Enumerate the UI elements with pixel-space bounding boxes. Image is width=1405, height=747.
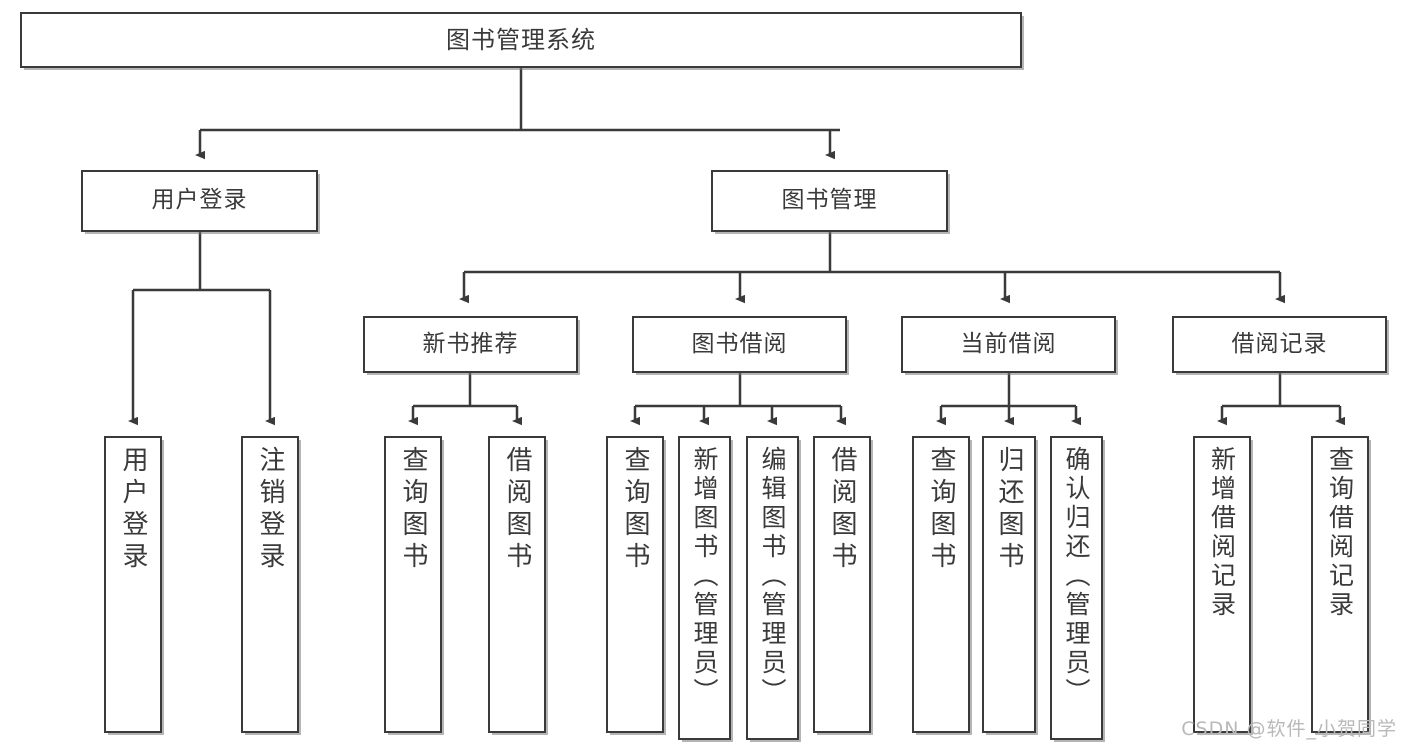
node-label: 注销登录 <box>255 446 285 574</box>
node-label: 查询图书 <box>926 446 956 574</box>
leaf-confirm-return-admin[interactable]: 确认归还（管理员） <box>1050 436 1103 740</box>
leaf-user-login[interactable]: 用户登录 <box>104 436 162 733</box>
node-label: 当前借阅 <box>960 330 1057 357</box>
node-book-borrow[interactable]: 图书借阅 <box>632 316 847 373</box>
node-label: 借阅记录 <box>1231 330 1328 357</box>
leaf-edit-book-admin[interactable]: 编辑图书（管理员） <box>746 436 799 740</box>
leaf-logout[interactable]: 注销登录 <box>241 436 299 733</box>
node-label: 编辑图书（管理员） <box>758 446 787 707</box>
leaf-return-book[interactable]: 归还图书 <box>982 436 1036 733</box>
node-label: 查询借阅记录 <box>1325 446 1355 620</box>
leaf-query-borrow-record[interactable]: 查询借阅记录 <box>1311 436 1369 733</box>
node-label: 图书借阅 <box>691 330 788 357</box>
node-label: 查询图书 <box>620 446 650 574</box>
node-book-management[interactable]: 图书管理 <box>711 170 948 232</box>
leaf-add-borrow-record[interactable]: 新增借阅记录 <box>1193 436 1251 733</box>
leaf-query-book-current[interactable]: 查询图书 <box>912 436 970 733</box>
node-label: 查询图书 <box>398 446 428 574</box>
leaf-query-book-new[interactable]: 查询图书 <box>384 436 442 733</box>
node-label: 借阅图书 <box>827 446 857 574</box>
node-label: 借阅图书 <box>502 446 532 574</box>
node-root-book-management-system[interactable]: 图书管理系统 <box>20 12 1022 68</box>
csdn-watermark: CSDN @软件_小贺同学 <box>1181 718 1397 740</box>
node-new-book-recommend[interactable]: 新书推荐 <box>363 316 578 373</box>
node-current-borrow[interactable]: 当前借阅 <box>901 316 1116 373</box>
node-label: 图书管理 <box>781 187 878 214</box>
node-label: 用户登录 <box>118 446 148 574</box>
node-label: 新书推荐 <box>422 330 519 357</box>
node-label: 确认归还（管理员） <box>1062 446 1091 707</box>
node-user-login[interactable]: 用户登录 <box>81 170 318 232</box>
leaf-borrow-book[interactable]: 借阅图书 <box>813 436 871 733</box>
node-borrow-record[interactable]: 借阅记录 <box>1172 316 1387 373</box>
leaf-borrow-book-new[interactable]: 借阅图书 <box>488 436 546 733</box>
node-label: 归还图书 <box>994 446 1024 574</box>
leaf-query-book-borrow[interactable]: 查询图书 <box>606 436 664 733</box>
node-label: 用户登录 <box>151 187 248 214</box>
node-label: 图书管理系统 <box>446 25 596 54</box>
node-label: 新增借阅记录 <box>1207 446 1237 620</box>
leaf-add-book-admin[interactable]: 新增图书（管理员） <box>678 436 731 740</box>
node-label: 新增图书（管理员） <box>690 446 719 707</box>
